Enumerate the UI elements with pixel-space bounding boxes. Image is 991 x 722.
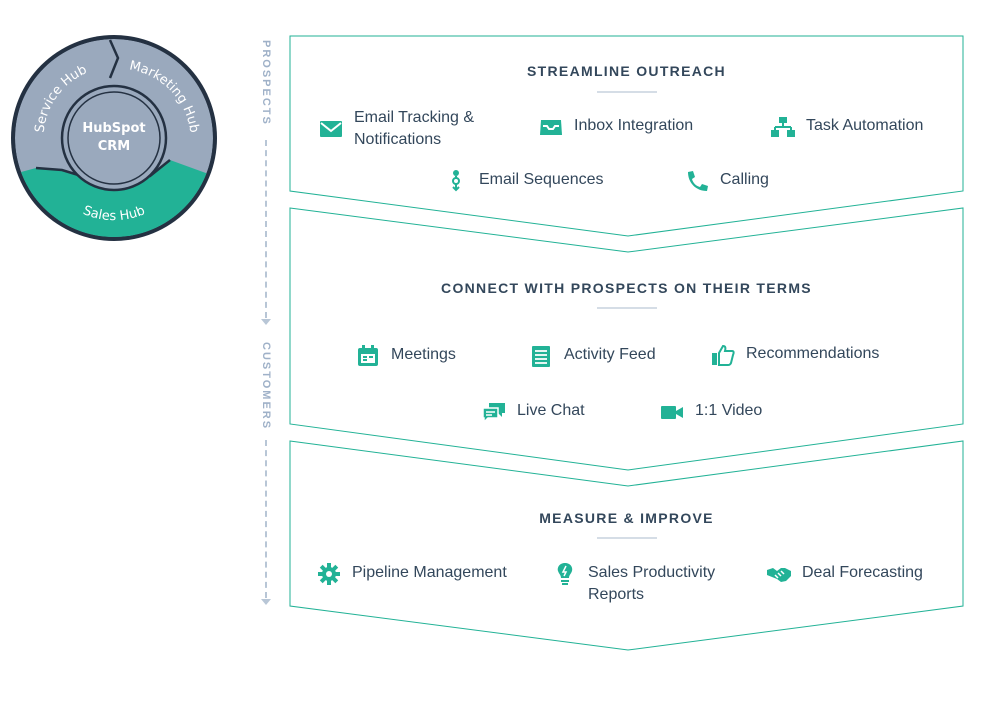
hub-center-line1: HubSpot (82, 121, 145, 136)
feature-calling: Calling (684, 169, 769, 193)
feature-label: Calling (720, 171, 769, 188)
email-icon (318, 117, 344, 141)
video-icon (659, 400, 685, 424)
flow-line-upper (265, 140, 267, 318)
activity-feed-icon (528, 344, 554, 368)
inbox-icon (538, 115, 564, 139)
section-title-connect: CONNECT WITH PROSPECTS ON THEIR TERMS (441, 280, 812, 296)
feature-label: Deal Forecasting (802, 564, 923, 581)
feature-inbox-integration: Inbox Integration (538, 115, 693, 139)
lightbulb-icon (552, 562, 578, 586)
customers-label: CUSTOMERS (260, 342, 272, 431)
feature-label: Live Chat (517, 402, 585, 419)
feature-recommendations: Recommendations (710, 343, 879, 367)
thumbs-up-icon (710, 343, 736, 367)
section-title-measure: MEASURE & IMPROVE (539, 510, 714, 526)
prospects-label: PROSPECTS (260, 40, 272, 126)
flow-arrow-lower (261, 599, 271, 605)
feature-activity-feed: Activity Feed (528, 344, 656, 368)
feature-task-automation: Task Automation (770, 115, 923, 139)
feature-video: 1:1 Video (659, 400, 762, 424)
feature-label: Email Sequences (479, 171, 604, 188)
flow-line-lower (265, 440, 267, 598)
feature-label: Email Tracking & Notifications (354, 109, 475, 148)
feature-label: Recommendations (746, 345, 880, 362)
feature-label: Activity Feed (564, 346, 656, 363)
feature-deal-forecasting: Deal Forecasting (766, 562, 923, 586)
feature-label: Task Automation (806, 117, 924, 134)
sequence-icon (443, 169, 469, 193)
gear-icon (316, 562, 342, 586)
feature-sales-productivity: Sales Productivity Reports (552, 562, 738, 606)
handshake-icon (766, 562, 792, 586)
hub-center (60, 84, 168, 192)
hub-center-line2: CRM (98, 139, 131, 154)
feature-label: Inbox Integration (574, 117, 694, 134)
feature-pipeline-management: Pipeline Management (316, 562, 507, 586)
calendar-icon (355, 344, 381, 368)
section-frame-outreach (289, 35, 964, 237)
feature-label: 1:1 Video (695, 402, 763, 419)
feature-label: Meetings (391, 346, 456, 363)
feature-meetings: Meetings (355, 344, 456, 368)
section-frame-connect (289, 207, 964, 471)
feature-email-sequences: Email Sequences (443, 169, 604, 193)
hubspot-hub-wheel: HubSpot CRM Service Hub Marketing Hub Sa… (11, 35, 217, 241)
feature-label: Pipeline Management (352, 564, 507, 581)
feature-live-chat: Live Chat (481, 400, 585, 424)
svg-text:Sales Hub: Sales Hub (81, 203, 147, 224)
task-automation-icon (770, 115, 796, 139)
section-frame-measure (289, 440, 964, 651)
chat-icon (481, 400, 507, 424)
flow-arrow-upper (261, 319, 271, 325)
section-title-outreach: STREAMLINE OUTREACH (527, 63, 726, 79)
phone-icon (684, 169, 710, 193)
sales-hub-label: Sales Hub (81, 203, 147, 224)
feature-email-tracking: Email Tracking & Notifications (318, 107, 504, 151)
feature-label: Sales Productivity Reports (588, 564, 716, 603)
